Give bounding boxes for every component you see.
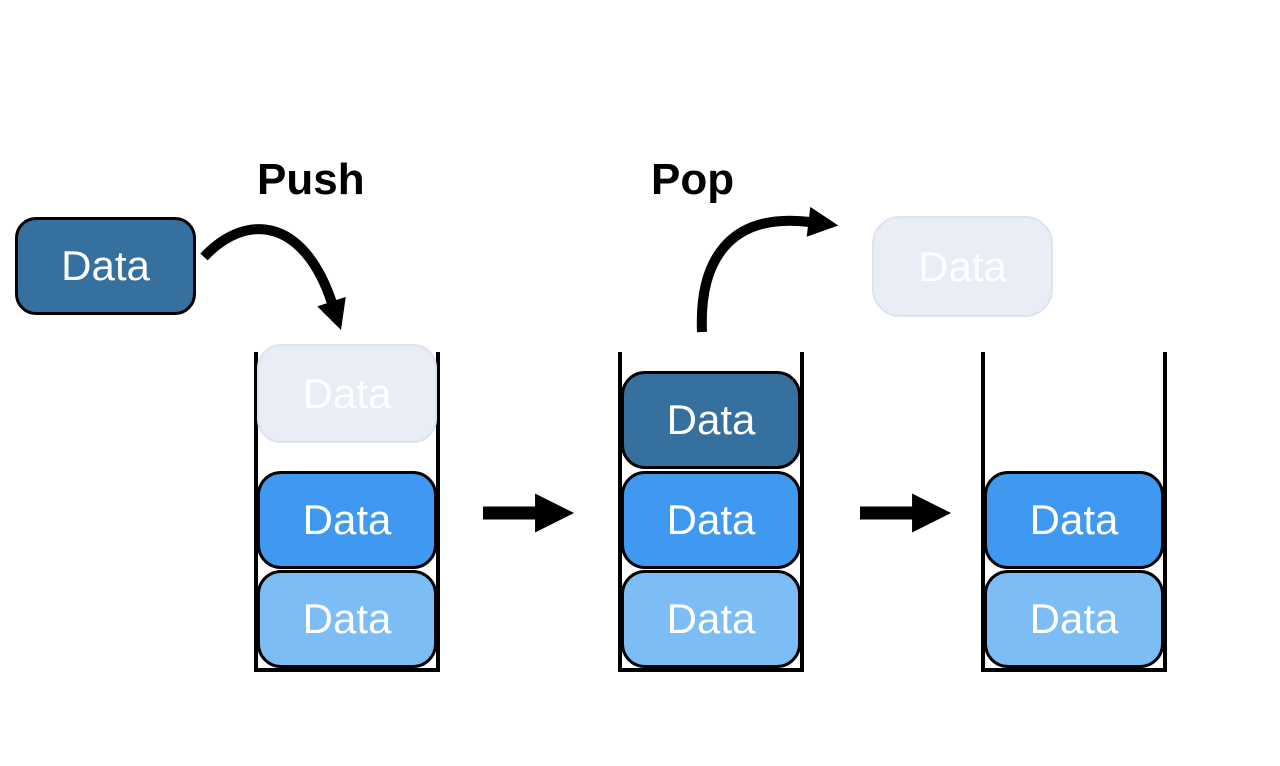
stack1-right-wall xyxy=(436,352,440,672)
popped-data-label: Data xyxy=(918,242,1007,290)
incoming-data-box: Data xyxy=(15,217,196,315)
stack2-right-wall xyxy=(800,352,804,672)
stack3-right-wall xyxy=(1163,352,1167,672)
stack1-item-ghost-label: Data xyxy=(302,369,392,417)
incoming-data-label: Data xyxy=(61,242,150,289)
stack2-item-light: Data xyxy=(621,570,801,668)
stack2-item-medium-label: Data xyxy=(666,496,756,543)
stack2-item-dark: Data xyxy=(621,371,801,469)
stack2-left-wall xyxy=(618,352,622,672)
stack3-item-light-label: Data xyxy=(1029,595,1119,642)
stack1-bottom xyxy=(254,668,440,672)
pop-operation-label: Pop xyxy=(651,155,735,204)
stack3-item-light: Data xyxy=(984,570,1164,668)
stack2-item-light-label: Data xyxy=(666,595,756,642)
stack1-item-light: Data xyxy=(257,570,437,668)
stack1-left-wall xyxy=(254,352,258,672)
stack2-item-dark-label: Data xyxy=(666,396,756,443)
stack1-item-medium-label: Data xyxy=(302,496,392,543)
popped-data-box: Data xyxy=(872,216,1053,317)
stack1-item-ghost: Data xyxy=(257,344,437,443)
stack3-item-medium-label: Data xyxy=(1029,496,1119,543)
push-operation-label: Push xyxy=(257,155,365,204)
stack3-bottom xyxy=(981,668,1167,672)
stack1-item-medium: Data xyxy=(257,471,437,569)
stack1-item-light-label: Data xyxy=(302,595,392,642)
pop-curved-arrow xyxy=(696,206,839,333)
stack3-item-medium: Data xyxy=(984,471,1164,569)
stack2-bottom xyxy=(618,668,804,672)
stack2-item-medium: Data xyxy=(621,471,801,569)
push-curved-arrow xyxy=(200,224,346,331)
stack3-left-wall xyxy=(981,352,985,672)
